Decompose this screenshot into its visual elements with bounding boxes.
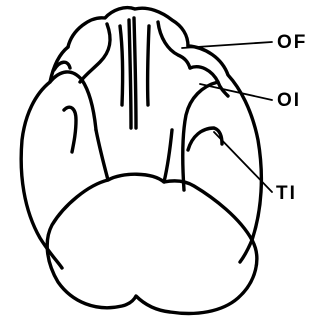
right-temporal-gyrus bbox=[188, 128, 222, 150]
cerebellum-outline bbox=[47, 174, 257, 313]
left-temporal-pole bbox=[50, 72, 96, 130]
right-hemisphere-outline bbox=[188, 46, 261, 262]
leader-line-of bbox=[182, 42, 272, 48]
left-orbital-sulcus bbox=[80, 24, 110, 82]
left-temporal-gyrus bbox=[64, 107, 76, 152]
left-brainstem-edge bbox=[96, 130, 108, 180]
left-hemisphere-outline bbox=[21, 47, 68, 268]
label-orbital-insular: OI bbox=[277, 91, 301, 110]
right-brainstem-edge bbox=[164, 130, 172, 182]
label-temporal-insular: TI bbox=[276, 184, 297, 203]
leader-line-ti bbox=[214, 132, 272, 192]
right-temporal-pole bbox=[190, 67, 228, 96]
right-orbital-sulcus bbox=[158, 22, 190, 68]
label-orbital-frontal: OF bbox=[277, 33, 307, 52]
left-orbital-gyrus-inner bbox=[120, 26, 123, 105]
midline-olfactory-sulcus-right bbox=[134, 18, 136, 128]
right-temporal-lobe-inner bbox=[183, 82, 218, 190]
midline-olfactory-sulcus-left bbox=[129, 20, 131, 128]
right-orbital-gyrus-inner bbox=[148, 26, 149, 105]
